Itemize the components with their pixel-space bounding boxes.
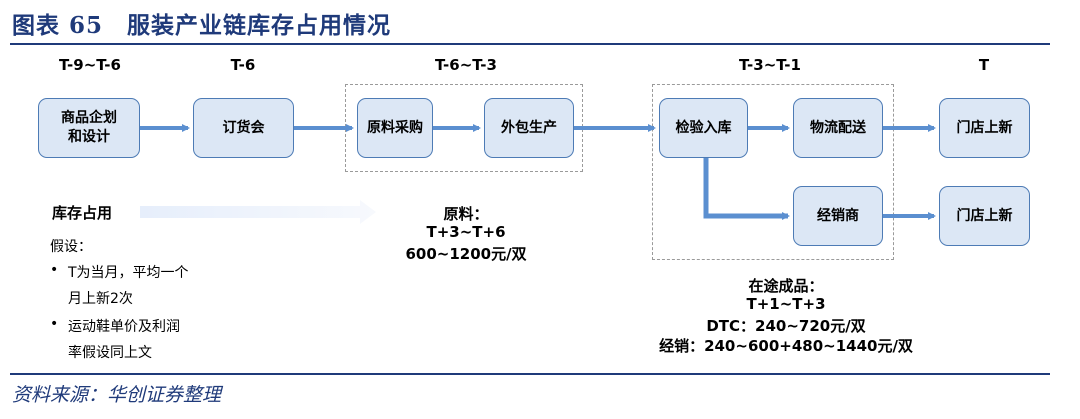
node-planning-design: 商品企划 和设计: [38, 98, 140, 158]
node-logistics: 物流配送: [793, 98, 883, 158]
arrow-inspection-to-distributor: [703, 158, 790, 220]
assumption-bullet-1-line-2: 月上新2次: [68, 291, 133, 307]
assumption-bullet-2-line-2: 率假设同上文: [68, 345, 152, 361]
raw-note-period: T+3~T+6: [426, 223, 506, 241]
finished-goods-group-box: [652, 84, 894, 260]
node-outsourcing: 外包生产: [484, 98, 574, 158]
bullet-dot-1: •: [50, 262, 59, 278]
node-distributor: 经销商: [793, 186, 883, 246]
node-store-new-2: 门店上新: [939, 186, 1030, 246]
transit-note-title: 在途成品：: [748, 277, 824, 295]
raw-note-title: 原料：: [443, 205, 489, 223]
bullet-dot-2: •: [50, 316, 59, 332]
node-raw-purchase: 原料采购: [357, 98, 433, 158]
assumption-bullet-2-line-1: 运动鞋单价及利润: [68, 319, 180, 335]
node-order-meeting: 订货会: [193, 98, 294, 158]
stage-label-t6-t3: T-6~T-3: [435, 56, 497, 74]
assumption-bullet-1-line-1: T为当月，平均一个: [68, 265, 189, 281]
node-inspection: 检验入库: [659, 98, 748, 158]
stage-label-t6: T-6: [230, 56, 256, 74]
stage-label-t: T: [978, 56, 990, 74]
stage-label-t9-t6: T-9~T-6: [59, 56, 121, 74]
transit-note-dtc: DTC：240~720元/双: [706, 317, 866, 335]
transit-note-period: T+1~T+3: [746, 295, 826, 313]
raw-note-value: 600~1200元/双: [405, 245, 527, 263]
source-note: 资料来源：华创证券整理: [12, 384, 222, 406]
stage-label-t3-t1: T-3~T-1: [739, 56, 801, 74]
inventory-fade-arrow: [140, 200, 376, 224]
node-store-new-1: 门店上新: [939, 98, 1030, 158]
transit-note-distribution: 经销：240~600+480~1440元/双: [659, 337, 913, 355]
title-divider: [10, 43, 1050, 45]
footer-divider: [10, 373, 1050, 375]
inventory-label: 库存占用: [52, 204, 113, 222]
figure-title: 图表 65 服装产业链库存占用情况: [12, 12, 392, 39]
assumption-title: 假设：: [50, 239, 92, 255]
